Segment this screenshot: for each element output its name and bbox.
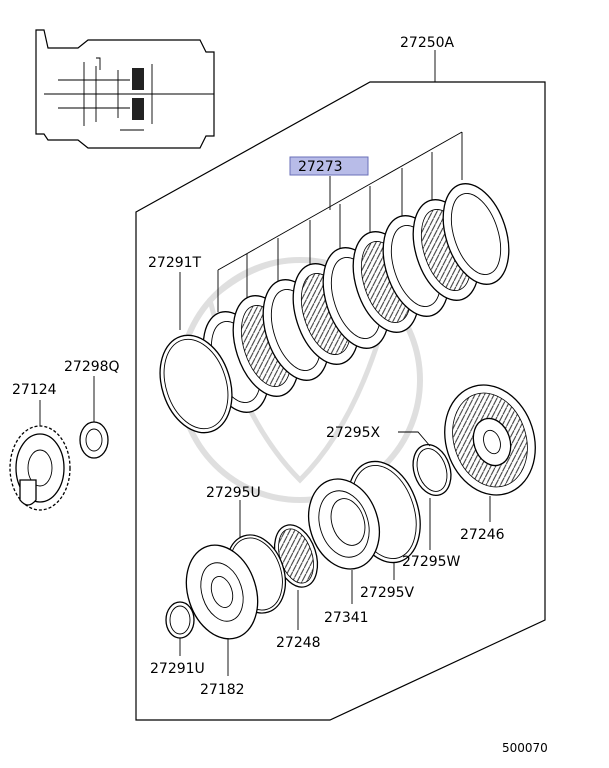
spring-27248 [273, 524, 319, 630]
highlight-box [289, 156, 369, 176]
snap-ring-27291U [165, 601, 195, 656]
piston-27341 [308, 460, 421, 604]
label-27250A[interactable]: 27250A [400, 35, 455, 51]
label-27246[interactable]: 27246 [460, 527, 505, 543]
label-27291U[interactable]: 27291U [150, 661, 205, 677]
clutch-plate-stack [202, 183, 510, 413]
label-27341[interactable]: 27341 [324, 610, 369, 626]
snap-ring-27295X [398, 431, 452, 496]
label-27124[interactable]: 27124 [12, 382, 57, 398]
label-27298Q[interactable]: 27298Q [64, 359, 120, 375]
label-27273[interactable]: 27273 [298, 159, 343, 175]
label-27291T[interactable]: 27291T [148, 255, 202, 271]
label-27295X[interactable]: 27295X [326, 425, 381, 441]
diagram-id: 500070 [502, 741, 548, 755]
label-27248[interactable]: 27248 [276, 635, 321, 651]
gear-27124 [9, 400, 71, 511]
retainer-27182 [185, 544, 259, 676]
clutch-plate-leaders [217, 131, 463, 312]
assembly-outline [135, 81, 546, 721]
washer-27298Q [79, 376, 109, 459]
label-27182[interactable]: 27182 [200, 682, 245, 698]
drum-27246 [444, 384, 536, 522]
label-27295W[interactable]: 27295W [402, 554, 461, 570]
snap-ring-27291T [159, 272, 233, 434]
label-27295U[interactable]: 27295U [206, 485, 261, 501]
transmission-locator-thumbnail [35, 29, 215, 149]
label-27295V[interactable]: 27295V [360, 585, 415, 601]
